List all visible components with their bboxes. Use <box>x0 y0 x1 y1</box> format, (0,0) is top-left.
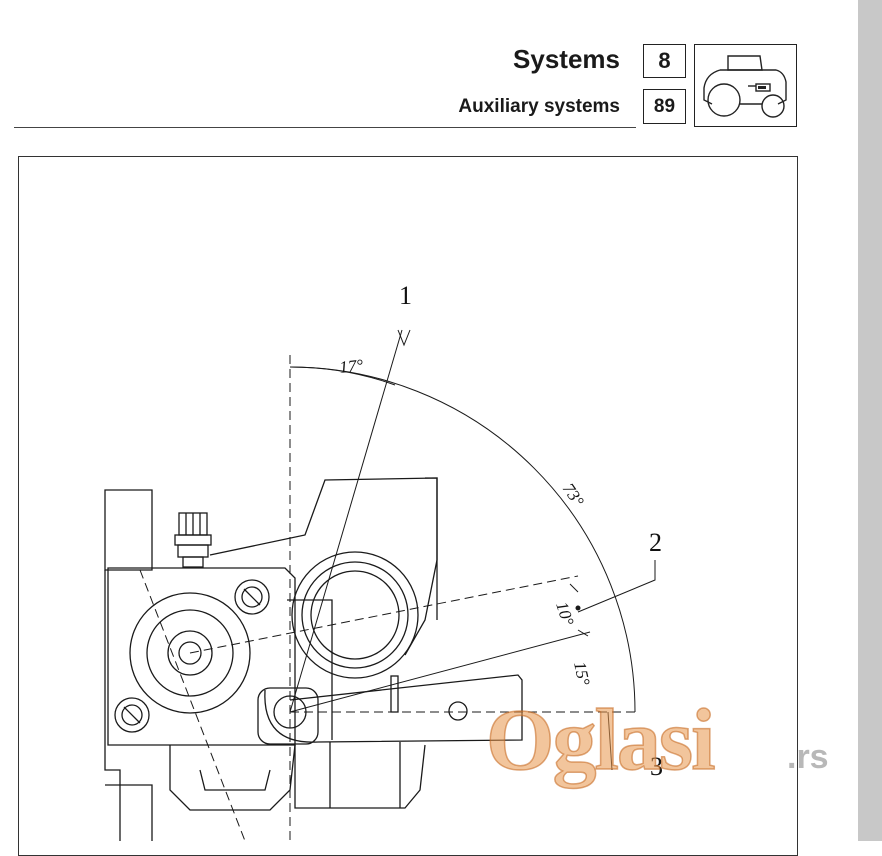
angle-label-10: 10° <box>552 599 577 628</box>
page-edge-strip <box>858 0 882 841</box>
callout-2: 2 <box>649 528 662 557</box>
section-title: Systems <box>513 44 620 74</box>
tractor-icon <box>703 55 787 118</box>
page-number: 89 <box>653 95 676 117</box>
section-number-box: 8 <box>643 44 686 78</box>
header-rule <box>14 127 636 128</box>
callout-3: 3 <box>650 752 663 781</box>
section-number: 8 <box>658 48 671 73</box>
tractor-icon-box <box>694 44 797 127</box>
angle-label-73: 73° <box>559 480 588 511</box>
watermark-tld: .rs <box>787 738 829 776</box>
section-subtitle: Auxiliary systems <box>458 96 620 117</box>
callout-1: 1 <box>399 281 412 310</box>
page-number-box: 89 <box>643 89 686 124</box>
watermark-logo: Oglasi <box>485 691 716 790</box>
angle-label-17: 17° <box>338 356 364 377</box>
angle-label-15: 15° <box>570 660 594 687</box>
